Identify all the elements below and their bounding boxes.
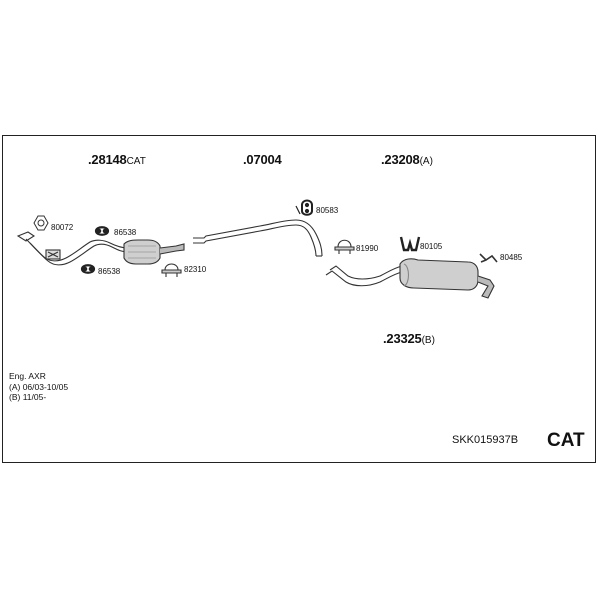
variant-a-date: (A) 06/03-10/05 — [9, 381, 69, 392]
part-number: .23208 — [381, 152, 420, 167]
gasket-icon — [33, 215, 49, 231]
part-label-81990: 81990 — [356, 244, 379, 253]
catalytic-converter-icon — [123, 239, 185, 265]
group-label-rear-silencer: .23208(A) — [381, 152, 433, 168]
middle-pipe-icon — [193, 219, 323, 257]
part-label-80485: 80485 — [500, 253, 523, 262]
part-label-80583: 80583 — [316, 206, 339, 215]
cat-badge: CAT — [547, 430, 585, 451]
engine-notes: Eng. AXR (A) 06/03-10/05 (B) 11/05- — [9, 371, 68, 403]
part-suffix: (A) — [419, 156, 433, 167]
part-label-80072: 80072 — [51, 223, 74, 232]
group-label-catalyst: .28148CAT — [88, 152, 146, 168]
rubber-hanger-icon — [399, 236, 421, 252]
part-label-86538-top: 86538 — [114, 228, 137, 237]
hanger-bracket-icon — [479, 253, 498, 263]
rubber-hanger-icon — [80, 264, 96, 274]
part-label-86538-bottom: 86538 — [98, 267, 121, 276]
hanger-bracket-icon — [295, 199, 313, 216]
reference-code: SKK015937B — [452, 434, 519, 446]
part-suffix: (B) — [421, 335, 435, 346]
clamp-icon — [334, 239, 355, 254]
clamp-icon — [161, 263, 182, 277]
engine-code: Eng. AXR — [9, 371, 46, 381]
group-label-middle-pipe: .07004 — [243, 152, 282, 168]
part-label-82310: 82310 — [184, 265, 207, 274]
variant-b-date: (B) 11/05- — [9, 392, 47, 402]
part-number: .23325 — [383, 331, 422, 346]
front-pipe-icon — [16, 231, 129, 266]
part-number: .07004 — [243, 152, 282, 167]
group-label-rear-silencer-b: .23325(B) — [383, 331, 435, 347]
rear-silencer-icon — [325, 258, 495, 299]
rubber-hanger-icon — [94, 226, 110, 236]
part-number: .28148 — [88, 152, 127, 167]
part-suffix: CAT — [126, 156, 146, 167]
diagram-frame — [2, 135, 596, 463]
part-label-80105: 80105 — [420, 242, 443, 251]
